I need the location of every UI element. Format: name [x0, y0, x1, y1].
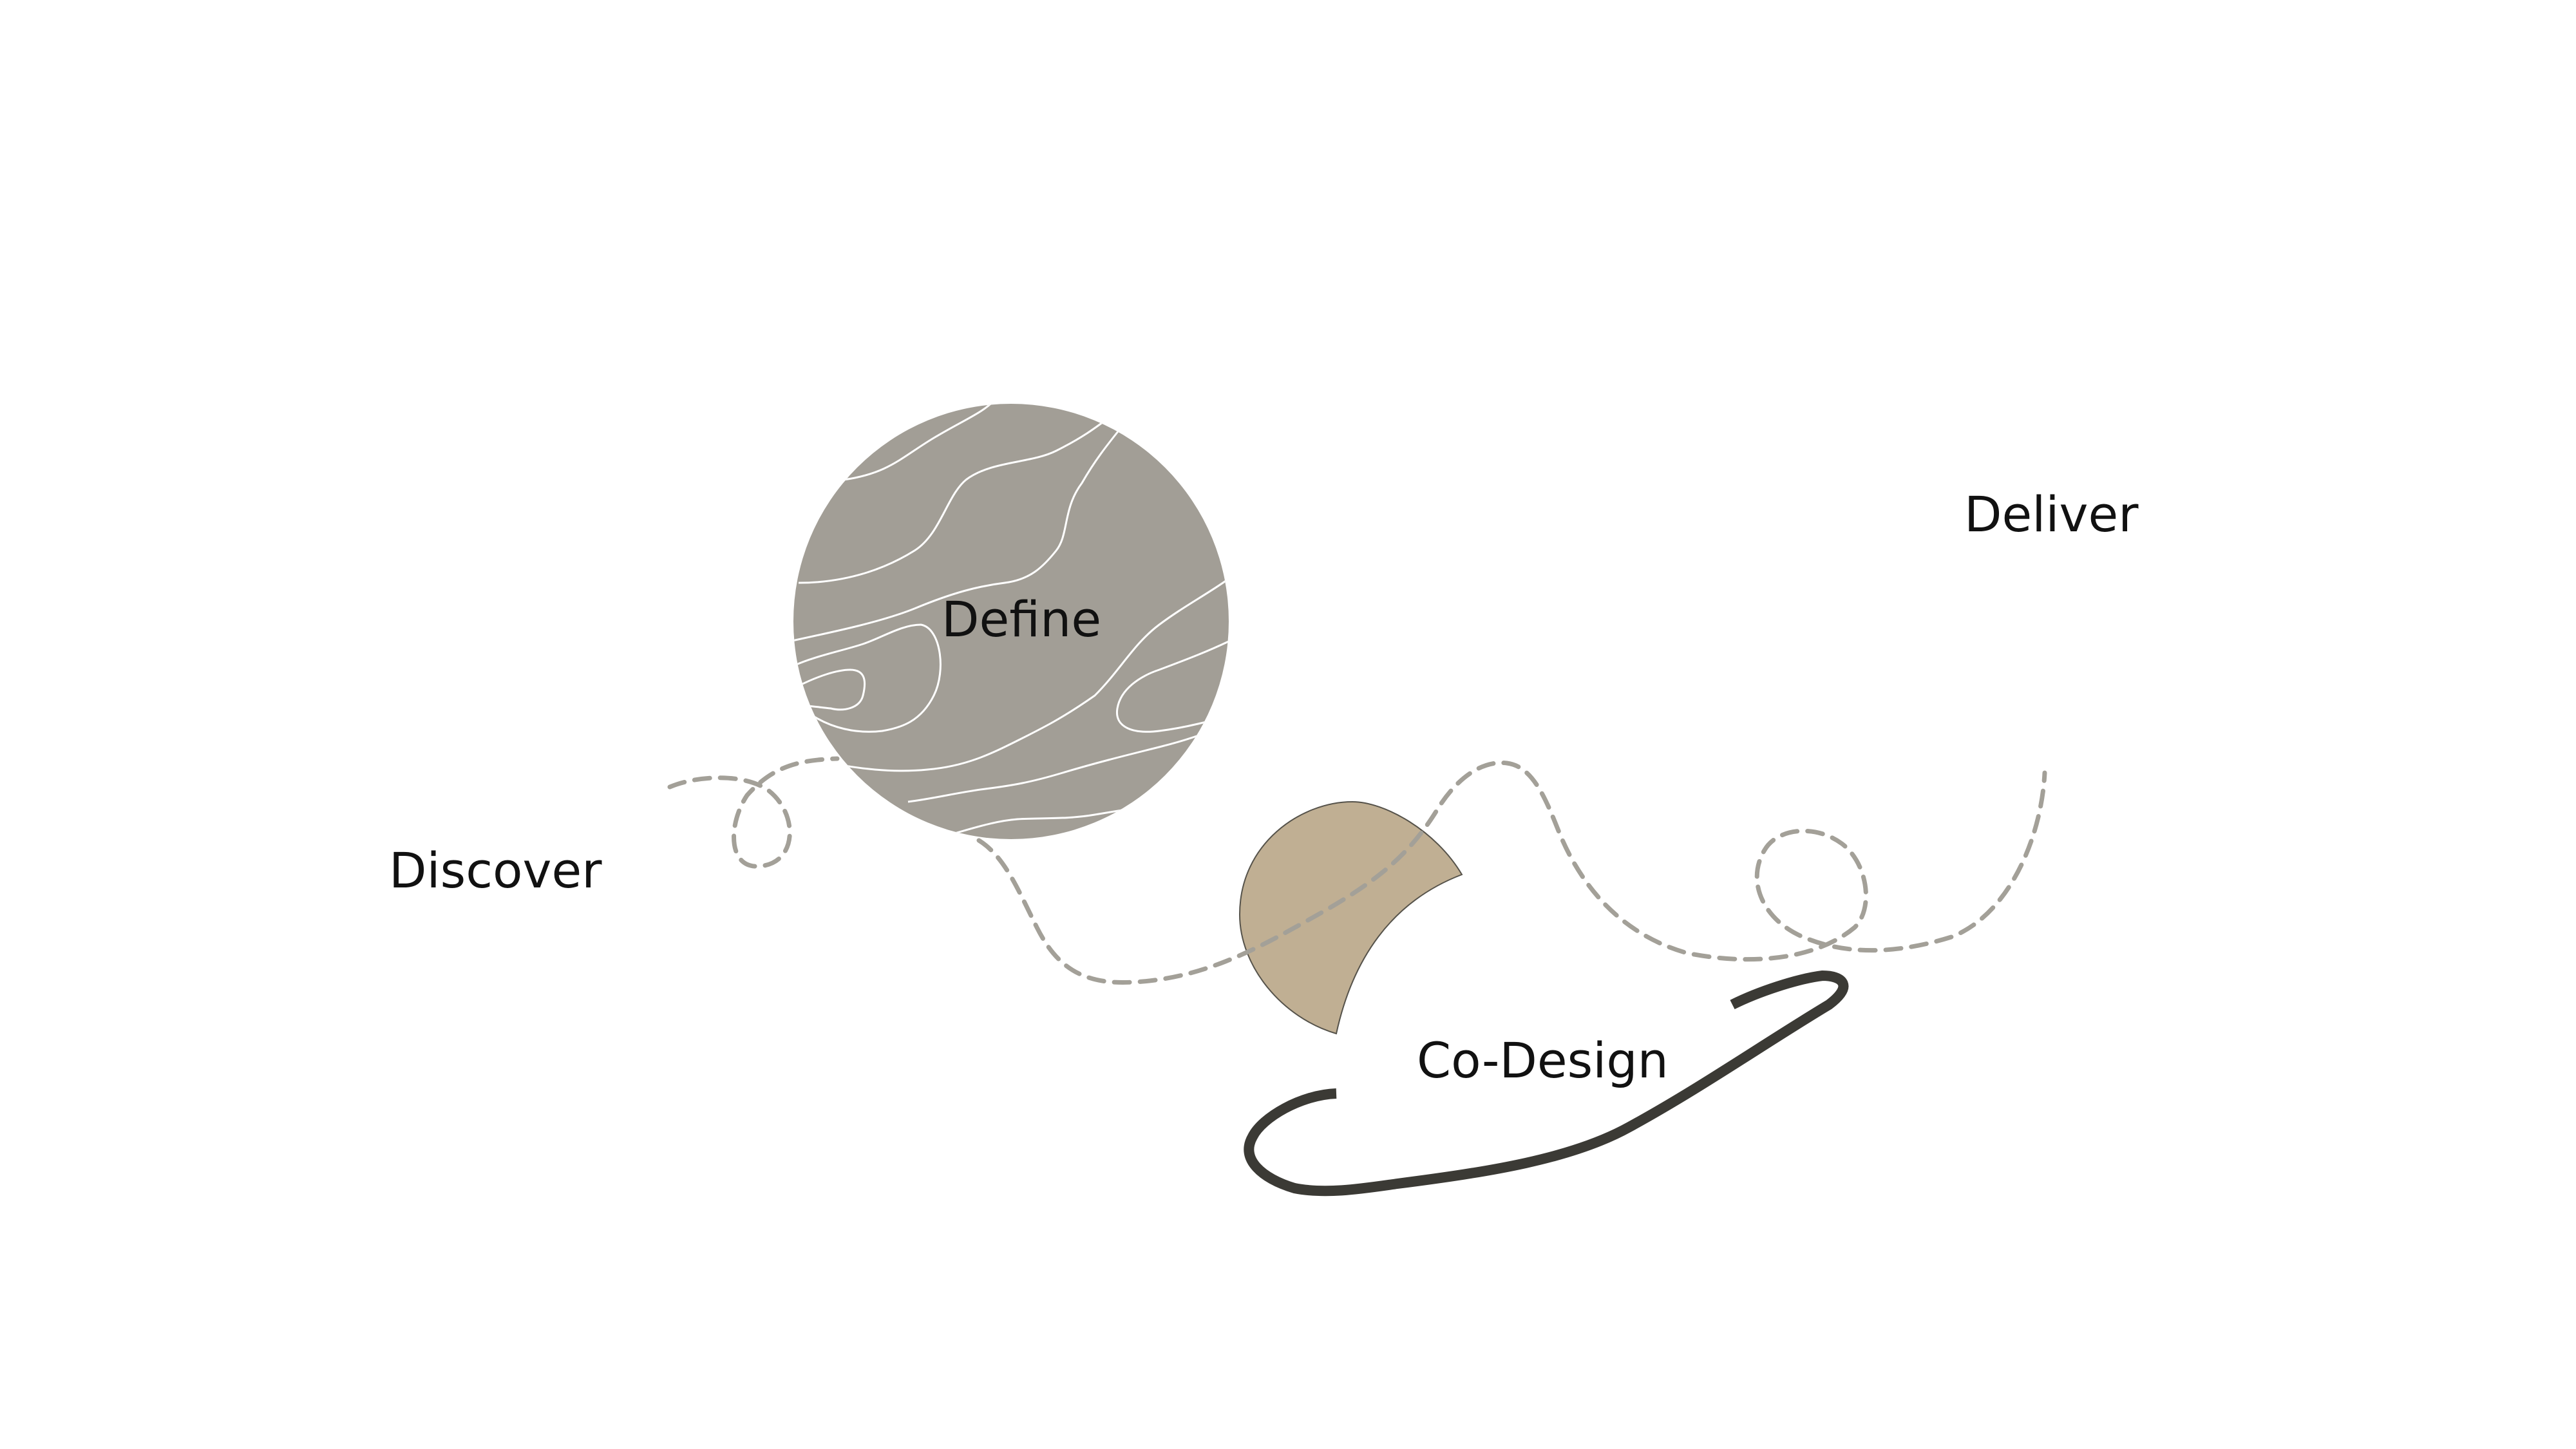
discover-label: Discover	[389, 842, 602, 899]
journey-path	[667, 756, 2047, 985]
deliver-label: Deliver	[1964, 486, 2139, 543]
define-label: Define	[942, 591, 1101, 648]
codesign-crescent	[1238, 800, 1463, 1035]
codesign-label: Co-Design	[1417, 1032, 1669, 1089]
define-circle	[793, 404, 1229, 839]
codesign-loop	[1244, 971, 1849, 1197]
